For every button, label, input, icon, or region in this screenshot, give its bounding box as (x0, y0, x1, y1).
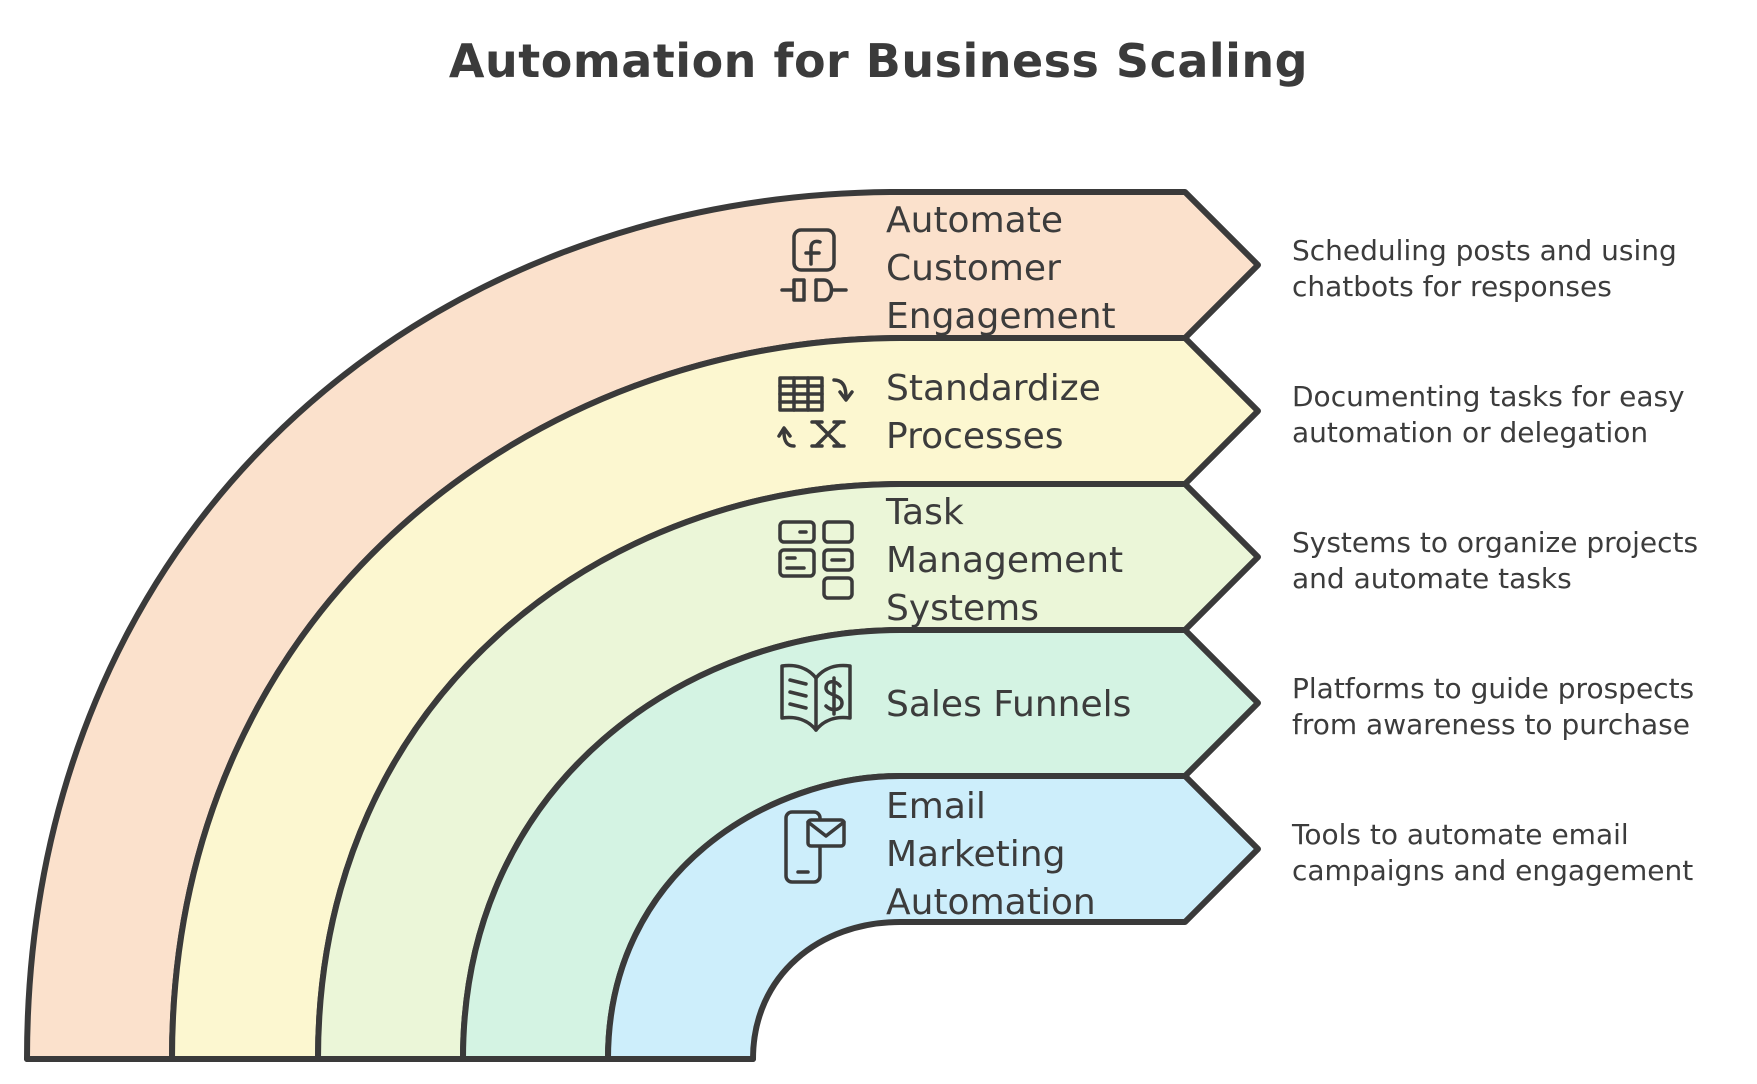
label-automate-customer-engagement: Automate Customer Engagement (886, 200, 1116, 337)
label-email-marketing-automation: Email Marketing Automation (886, 786, 1096, 923)
description-line: chatbots for responses (1292, 270, 1612, 303)
description-line: Systems to organize projects (1292, 526, 1699, 559)
description-line: Tools to automate email (1292, 818, 1629, 851)
description-line: and automate tasks (1292, 562, 1572, 595)
diagram-title: Automation for Business Scaling (448, 34, 1309, 88)
label-task-management-systems: Task Management Systems (885, 492, 1135, 629)
open-book-dollar-icon (780, 663, 852, 732)
spreadsheet-transform-icon (777, 376, 854, 448)
phone-envelope-icon (784, 810, 846, 884)
description-line: Platforms to guide prospects (1292, 672, 1695, 705)
facebook-plug-icon (780, 228, 848, 302)
dashboard-layout-icon (778, 520, 854, 600)
description-standardize-processes: Documenting tasks for easy automation or… (1292, 379, 1742, 451)
description-line: Documenting tasks for easy (1292, 380, 1685, 413)
label-sales-funnels: Sales Funnels (886, 684, 1131, 725)
description-line: automation or delegation (1292, 416, 1649, 449)
description-email-marketing-automation: Tools to automate email campaigns and en… (1292, 817, 1742, 889)
band-email-marketing-automation (605, 773, 1261, 1062)
description-line: campaigns and engagement (1292, 854, 1694, 887)
description-line: Scheduling posts and using (1292, 234, 1677, 267)
description-task-management-systems: Systems to organize projects and automat… (1292, 525, 1742, 597)
label-standardize-processes: Standardize Processes (886, 368, 1112, 457)
description-line: from awareness to purchase (1292, 708, 1690, 741)
description-sales-funnels: Platforms to guide prospects from awaren… (1292, 671, 1742, 743)
description-automate-customer-engagement: Scheduling posts and using chatbots for … (1292, 233, 1742, 305)
